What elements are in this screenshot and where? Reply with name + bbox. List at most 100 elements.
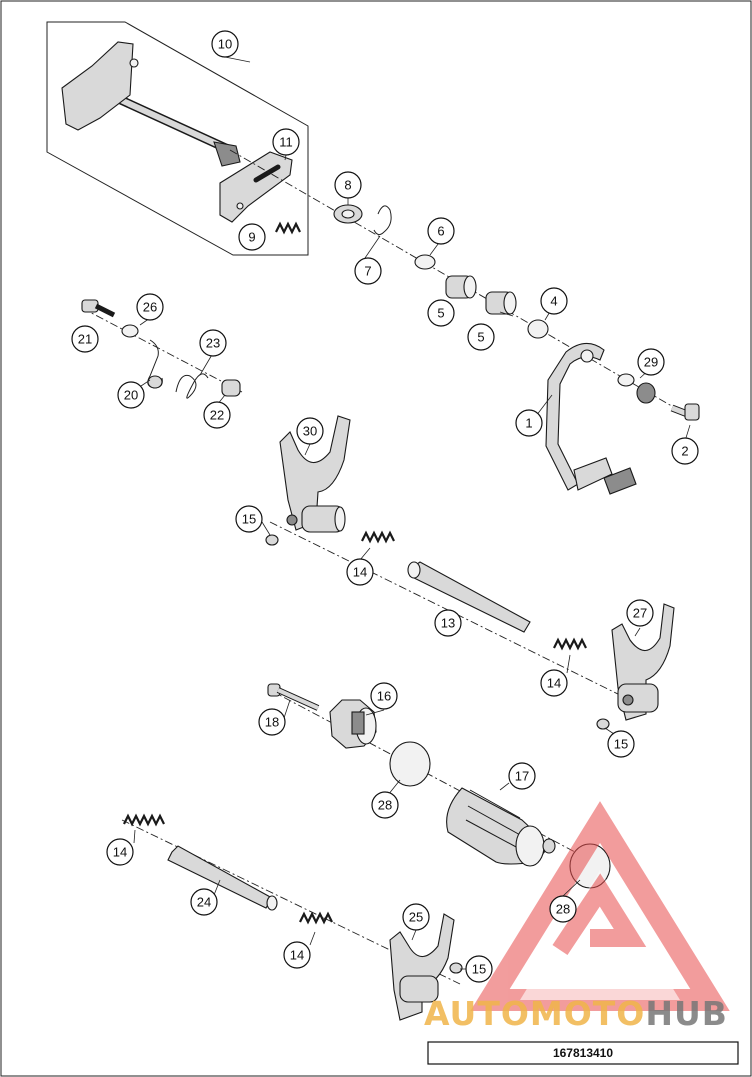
svg-text:10: 10 [218,37,232,52]
callout-20: 20 [117,381,145,409]
shift-rail-13 [407,561,531,633]
watermark-brand-part1: AUTOMOTO [424,994,645,1033]
bolt-2 [670,403,700,421]
callout-24: 24 [190,888,218,916]
svg-text:15: 15 [472,962,486,977]
axis-small-group [81,307,243,393]
svg-text:17: 17 [515,769,529,784]
pin-15a [265,534,279,546]
callout-14a: 14 [346,558,374,586]
spring-14b [553,637,587,651]
svg-text:24: 24 [197,895,211,910]
shift-fork-27 [611,603,675,721]
spring-23 [175,373,209,399]
pin-15b [596,718,610,730]
svg-text:25: 25 [409,910,423,925]
svg-text:21: 21 [78,332,92,347]
bolt-21 [81,299,116,318]
callout-21: 21 [71,325,99,353]
svg-text:6: 6 [437,224,444,239]
callout-18: 18 [258,708,286,736]
callout-10: 10 [211,30,239,58]
watermark-brand: AUTOMOTOHUB [424,994,728,1033]
shift-drum-star-16 [329,699,377,749]
callout-16: 16 [370,682,398,710]
svg-text:28: 28 [556,902,570,917]
callout-15a: 15 [235,505,263,533]
spring-14a [361,530,395,544]
axis-rail-lower [121,819,461,985]
callout-15b: 15 [607,730,635,758]
callout-7: 7 [354,257,382,285]
shift-shaft [61,41,241,167]
callout-28a: 28 [371,791,399,819]
clip-7 [373,205,392,236]
callout-14b: 14 [540,669,568,697]
svg-text:20: 20 [124,388,138,403]
washer-6 [414,254,436,270]
callout-5b: 5 [467,323,495,351]
washer-29b [636,382,656,404]
svg-text:9: 9 [248,230,255,245]
watermark-brand-part2: HUB [645,994,728,1033]
callout-27: 27 [626,599,654,627]
callout-13: 13 [434,609,462,637]
callout-23: 23 [199,329,227,357]
callout-6: 6 [427,217,455,245]
svg-text:11: 11 [279,135,293,150]
callout-29: 29 [637,348,665,376]
svg-text:16: 16 [377,689,391,704]
svg-text:8: 8 [344,178,351,193]
spring-14d [299,911,333,925]
drawing-code-box [427,1041,739,1065]
callout-9: 9 [238,223,266,251]
svg-text:18: 18 [265,715,279,730]
spring-14c [123,813,165,827]
callout-22: 22 [203,401,231,429]
axis-rail-upper [269,521,631,701]
svg-text:13: 13 [441,616,455,631]
bearing-5b [485,291,517,315]
shift-fork-25 [389,913,455,1021]
shift-drum-17 [446,787,556,867]
svg-text:14: 14 [113,845,127,860]
svg-text:5: 5 [437,306,444,321]
pin-15c [449,962,463,974]
shift-pedal-1 [545,342,637,495]
bearing-28a [389,741,431,787]
shift-shaft-assembly-frame [46,21,309,256]
callout-17: 17 [508,762,536,790]
shift-rail-24 [167,845,278,911]
bearing-5a [445,275,477,299]
callout-5a: 5 [427,299,455,327]
shift-lever-slot [253,164,281,183]
washer-29a [617,373,635,387]
svg-text:5: 5 [477,330,484,345]
axis-drum [269,689,591,861]
callout-14d: 14 [283,941,311,969]
svg-text:1: 1 [525,416,532,431]
callout-14c: 14 [106,838,134,866]
svg-text:27: 27 [633,606,647,621]
callout-4: 4 [540,287,568,315]
callout-28b: 28 [549,895,577,923]
svg-text:4: 4 [550,294,557,309]
callout-11: 11 [272,128,300,156]
callout-25: 25 [402,903,430,931]
watermark-logo [470,801,730,1011]
svg-text:29: 29 [644,355,658,370]
shift-lever-hole [236,202,244,210]
callout-2: 2 [671,437,699,465]
callout-26: 26 [136,293,164,321]
washer-26 [121,324,139,338]
svg-text:14: 14 [290,948,304,963]
drawing-code: 167813410 [553,1046,613,1060]
svg-text:7: 7 [364,264,371,279]
ring-4 [527,319,549,339]
svg-text:2: 2 [681,444,688,459]
callout-8: 8 [334,171,362,199]
sleeve-22 [221,379,241,397]
